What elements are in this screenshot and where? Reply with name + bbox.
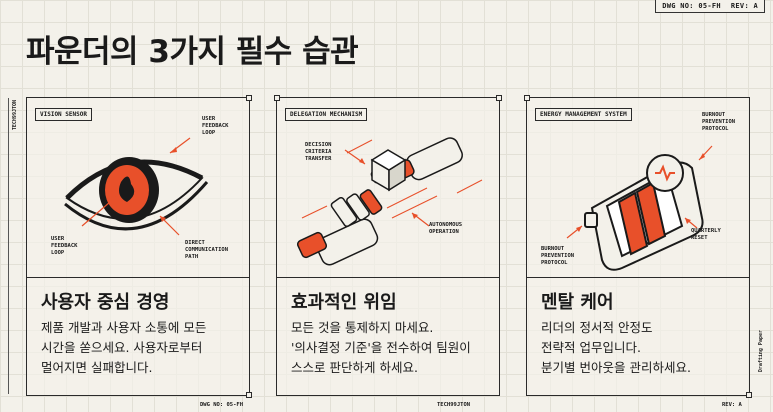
system-label: VISION SENSOR — [35, 108, 92, 121]
eye-icon — [64, 137, 209, 236]
dimension-line — [8, 98, 9, 394]
card-delegation: DELEGATION MECHANISM — [274, 95, 502, 408]
card-illustration: DELEGATION MECHANISM — [277, 98, 499, 278]
drawing-number: DWG NO: 05-FH — [662, 2, 721, 10]
corner-mark — [246, 392, 252, 398]
page-title: 파운더의 3가지 필수 습관 — [26, 34, 359, 70]
corner-mark — [246, 95, 252, 101]
card-body: 모든 것을 통제하지 마세요. '의사결정 기준'을 전수하여 팀원이 스스로 … — [291, 320, 471, 375]
annotation: BURNOUT PREVENTION PROTOCOL — [702, 112, 736, 132]
card-title: 효과적인 위임 — [291, 292, 397, 313]
card-mental-care: ENERGY MANAGEMENT SYSTEM BURNOUT PREVENT… — [524, 95, 752, 408]
card-title: 사용자 중심 경영 — [41, 292, 170, 313]
corner-mark — [524, 95, 530, 101]
annotation: AUTONOMOUS OPERATION — [429, 222, 463, 235]
card-illustration: ENERGY MANAGEMENT SYSTEM BURNOUT PREVENT… — [527, 98, 749, 278]
annotation: DIRECT COMMUNICATION PATH — [185, 240, 229, 260]
annotation: BURNOUT PREVENTION PROTOCOL — [541, 246, 575, 266]
system-label: ENERGY MANAGEMENT SYSTEM — [535, 108, 632, 121]
card-user-centric: VISION SENSOR USER FEEDBACK LOOP USER FE… — [26, 95, 252, 408]
annotation: DECISION CRITERIA TRANSFER — [305, 142, 332, 162]
card-body: 리더의 정서적 안정도 전략적 업무입니다. 분기별 번아웃을 관리하세요. — [541, 320, 691, 375]
annotation: USER FEEDBACK LOOP — [51, 236, 78, 256]
card-illustration: VISION SENSOR USER FEEDBACK LOOP USER FE… — [27, 98, 249, 278]
system-label: DELEGATION MECHANISM — [285, 108, 368, 121]
corner-mark — [274, 95, 280, 101]
card-body: 제품 개발과 사용자 소통에 모든 시간을 쏟으세요. 사용자로부터 멀어지면 … — [41, 320, 207, 375]
corner-mark — [496, 95, 502, 101]
annotation: QUARTERLY RESET — [691, 228, 721, 241]
corner-mark — [746, 392, 752, 398]
card-title: 멘탈 케어 — [541, 292, 614, 313]
footer-code: TECH99JTON — [437, 402, 471, 408]
annotation: USER FEEDBACK LOOP — [202, 116, 229, 136]
side-label: Drafting Paper — [758, 330, 764, 373]
footer-code: DWG NO: 05-FH — [200, 402, 244, 408]
side-code: TECH99JTON — [12, 100, 18, 131]
footer-code: REV: A — [722, 402, 742, 408]
drawing-stamp: DWG NO: 05-FH REV: A — [655, 0, 765, 13]
robot-hands-icon — [296, 137, 483, 266]
revision-label: REV: A — [730, 2, 758, 10]
battery-icon — [566, 145, 713, 271]
